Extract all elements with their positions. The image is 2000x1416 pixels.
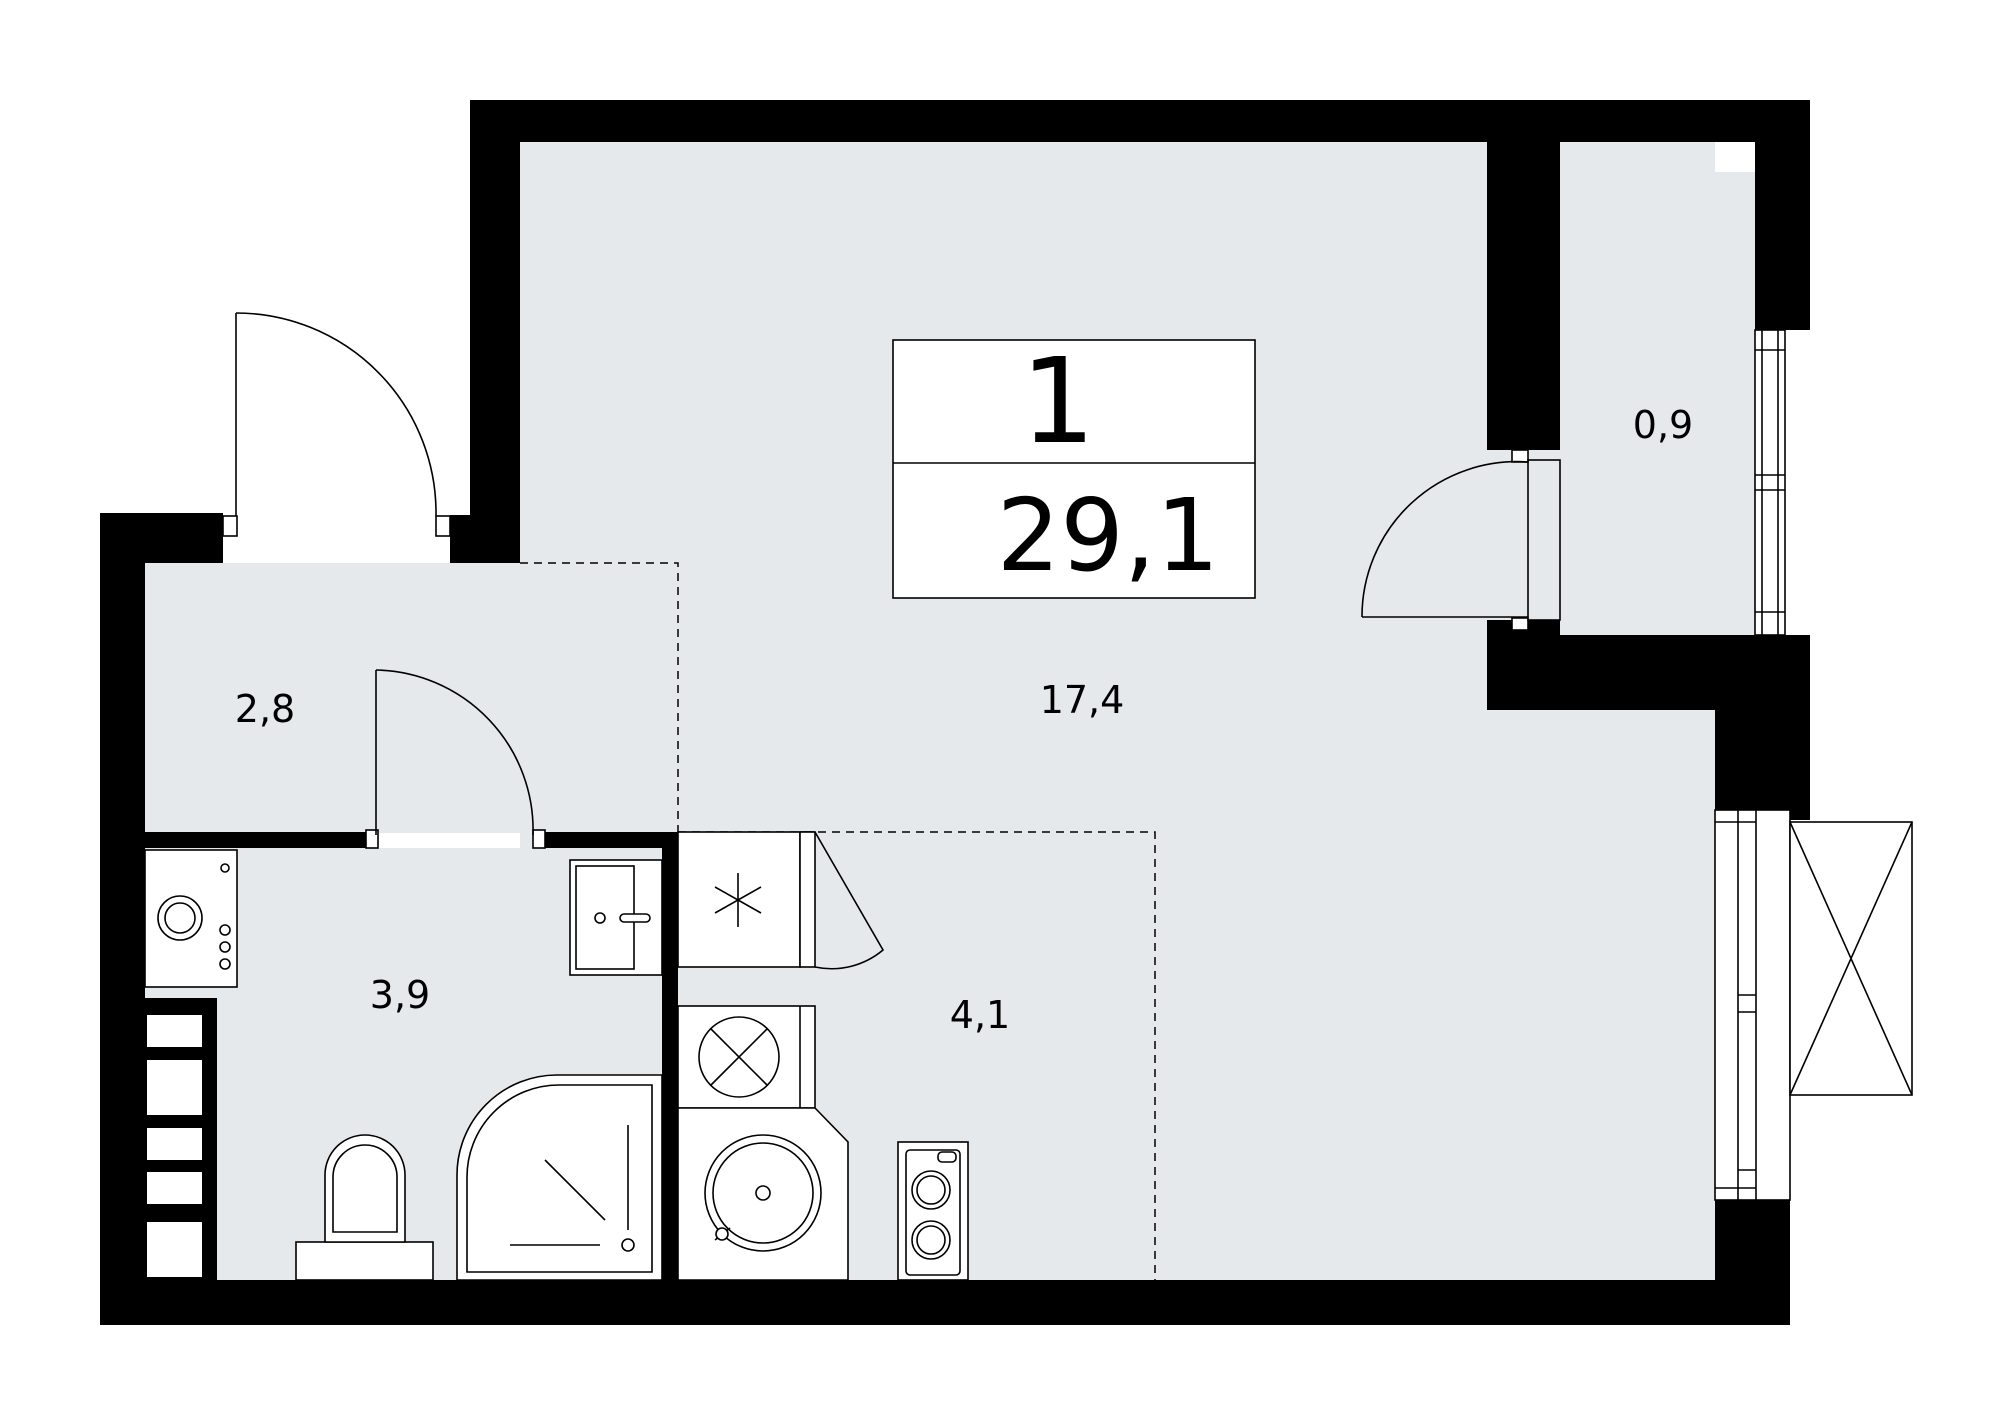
- snowflake-icon: [714, 873, 762, 927]
- area-labels: 17,4 0,9 2,8 3,9 4,1: [235, 403, 1693, 1037]
- wall-right-lower: [1715, 1190, 1790, 1280]
- refrigerator: [677, 831, 885, 970]
- living-area-label: 17,4: [1040, 678, 1125, 722]
- bathroom-sink: [569, 859, 663, 976]
- shower: [456, 1074, 663, 1281]
- wall-bath-kitchen: [662, 832, 678, 1280]
- wall-living-left-lower: [450, 515, 520, 563]
- wall-right: [1715, 700, 1810, 820]
- rooms-count: 1: [1020, 332, 1095, 470]
- wall-balcony-right-top: [1755, 100, 1810, 330]
- wall-hall-bath: [145, 832, 367, 848]
- wall-entrance-left: [100, 513, 223, 563]
- zone-boundaries: [520, 562, 1156, 1280]
- kitchen-area-label: 4,1: [950, 993, 1010, 1037]
- hall-area-label: 2,8: [235, 687, 295, 731]
- wall-hall-bath-right: [545, 832, 677, 848]
- balcony-door[interactable]: [1361, 449, 1561, 631]
- wall-balcony-bottom: [1487, 635, 1810, 710]
- living-window: [1714, 809, 1791, 1201]
- entrance-door[interactable]: [222, 312, 451, 537]
- total-area: 29,1: [997, 477, 1220, 594]
- hall-floor: [145, 563, 680, 833]
- wall-living-left: [470, 100, 520, 515]
- toilet: [295, 1134, 434, 1281]
- bathroom-area-label: 3,9: [370, 973, 430, 1017]
- washing-machine: [144, 849, 238, 988]
- walls: [100, 100, 1810, 1325]
- vent-shaft-slots: [147, 1015, 202, 1277]
- summary-box: 1 29,1: [892, 332, 1256, 599]
- outdoor-unit: [1789, 821, 1913, 1096]
- stove-hood: [677, 1005, 816, 1109]
- balcony-window: [1754, 329, 1786, 636]
- wall-left: [100, 513, 145, 1325]
- balcony-area-label: 0,9: [1633, 403, 1693, 447]
- wall-bottom: [100, 1280, 1790, 1325]
- wall-balcony-upper-pillar: [1487, 100, 1560, 450]
- cooktop: [897, 1141, 969, 1281]
- bathroom-door[interactable]: [365, 669, 546, 849]
- kitchen-sink: [677, 1107, 849, 1281]
- balcony-floor: [1560, 172, 1755, 635]
- wall-top: [470, 100, 1810, 142]
